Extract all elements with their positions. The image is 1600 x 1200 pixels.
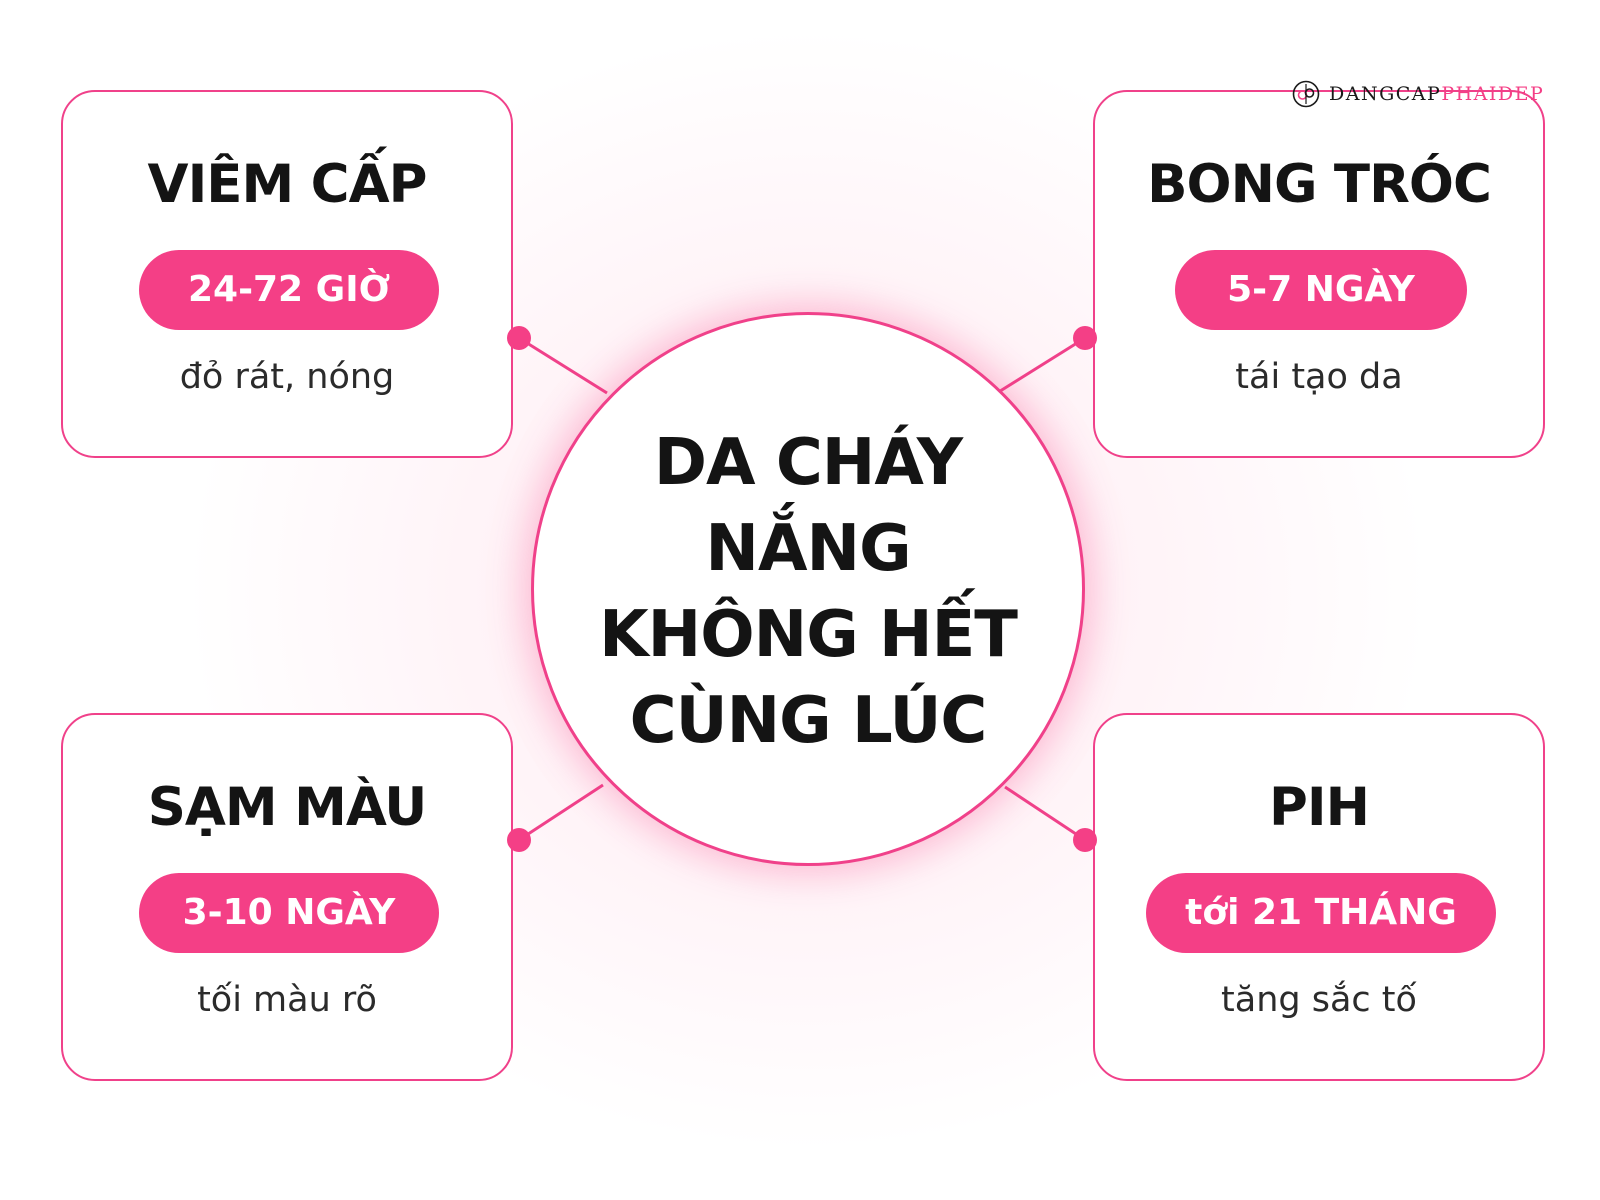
center-title-line: NẮNG bbox=[705, 512, 911, 586]
connector-top-left bbox=[518, 336, 608, 395]
connector-dot-top-right bbox=[1073, 326, 1097, 350]
logo-text-dark: DANGCAP bbox=[1329, 83, 1442, 105]
stage-duration-badge: tới 21 THÁNG bbox=[1146, 873, 1496, 953]
connector-dot-bottom-right bbox=[1073, 828, 1097, 852]
stage-card-peeling: BONG TRÓC 5-7 NGÀY tái tạo da bbox=[1093, 90, 1545, 458]
dp-logo-icon bbox=[1292, 80, 1320, 108]
brand-logo: DANGCAPPHAIDEP bbox=[1292, 78, 1544, 110]
logo-text: DANGCAPPHAIDEP bbox=[1329, 83, 1544, 105]
center-circle: DA CHÁY NẮNG KHÔNG HẾT CÙNG LÚC bbox=[531, 312, 1085, 866]
stage-title: SẠM MÀU bbox=[147, 777, 428, 838]
stage-title: BONG TRÓC bbox=[1147, 154, 1492, 215]
connector-top-right bbox=[996, 336, 1086, 395]
center-title: DA CHÁY NẮNG KHÔNG HẾT CÙNG LÚC bbox=[534, 420, 1082, 764]
stage-card-acute-inflammation: VIÊM CẤP 24-72 GIỜ đỏ rát, nóng bbox=[61, 90, 513, 458]
stage-description: tối màu rõ bbox=[197, 980, 377, 1020]
center-title-line: KHÔNG HẾT bbox=[599, 598, 1018, 672]
stage-description: tái tạo da bbox=[1235, 357, 1403, 397]
stage-card-darkening: SẠM MÀU 3-10 NGÀY tối màu rõ bbox=[61, 713, 513, 1081]
logo-text-pink: PHAIDEP bbox=[1441, 83, 1545, 105]
stage-title: PIH bbox=[1269, 777, 1370, 838]
stage-duration-badge: 24-72 GIỜ bbox=[139, 250, 439, 330]
stage-description: tăng sắc tố bbox=[1221, 980, 1417, 1020]
center-title-line: CÙNG LÚC bbox=[629, 684, 988, 758]
stage-title: VIÊM CẤP bbox=[147, 154, 428, 215]
center-title-line: DA CHÁY bbox=[653, 426, 963, 500]
stage-duration-badge: 3-10 NGÀY bbox=[139, 873, 439, 953]
stage-duration-badge: 5-7 NGÀY bbox=[1175, 250, 1467, 330]
connector-dot-bottom-left bbox=[507, 828, 531, 852]
connector-dot-top-left bbox=[507, 326, 531, 350]
stage-description: đỏ rát, nóng bbox=[179, 357, 395, 397]
stage-card-pih: PIH tới 21 THÁNG tăng sắc tố bbox=[1093, 713, 1545, 1081]
connector-bottom-left bbox=[518, 783, 604, 842]
connector-bottom-right bbox=[1004, 785, 1086, 842]
